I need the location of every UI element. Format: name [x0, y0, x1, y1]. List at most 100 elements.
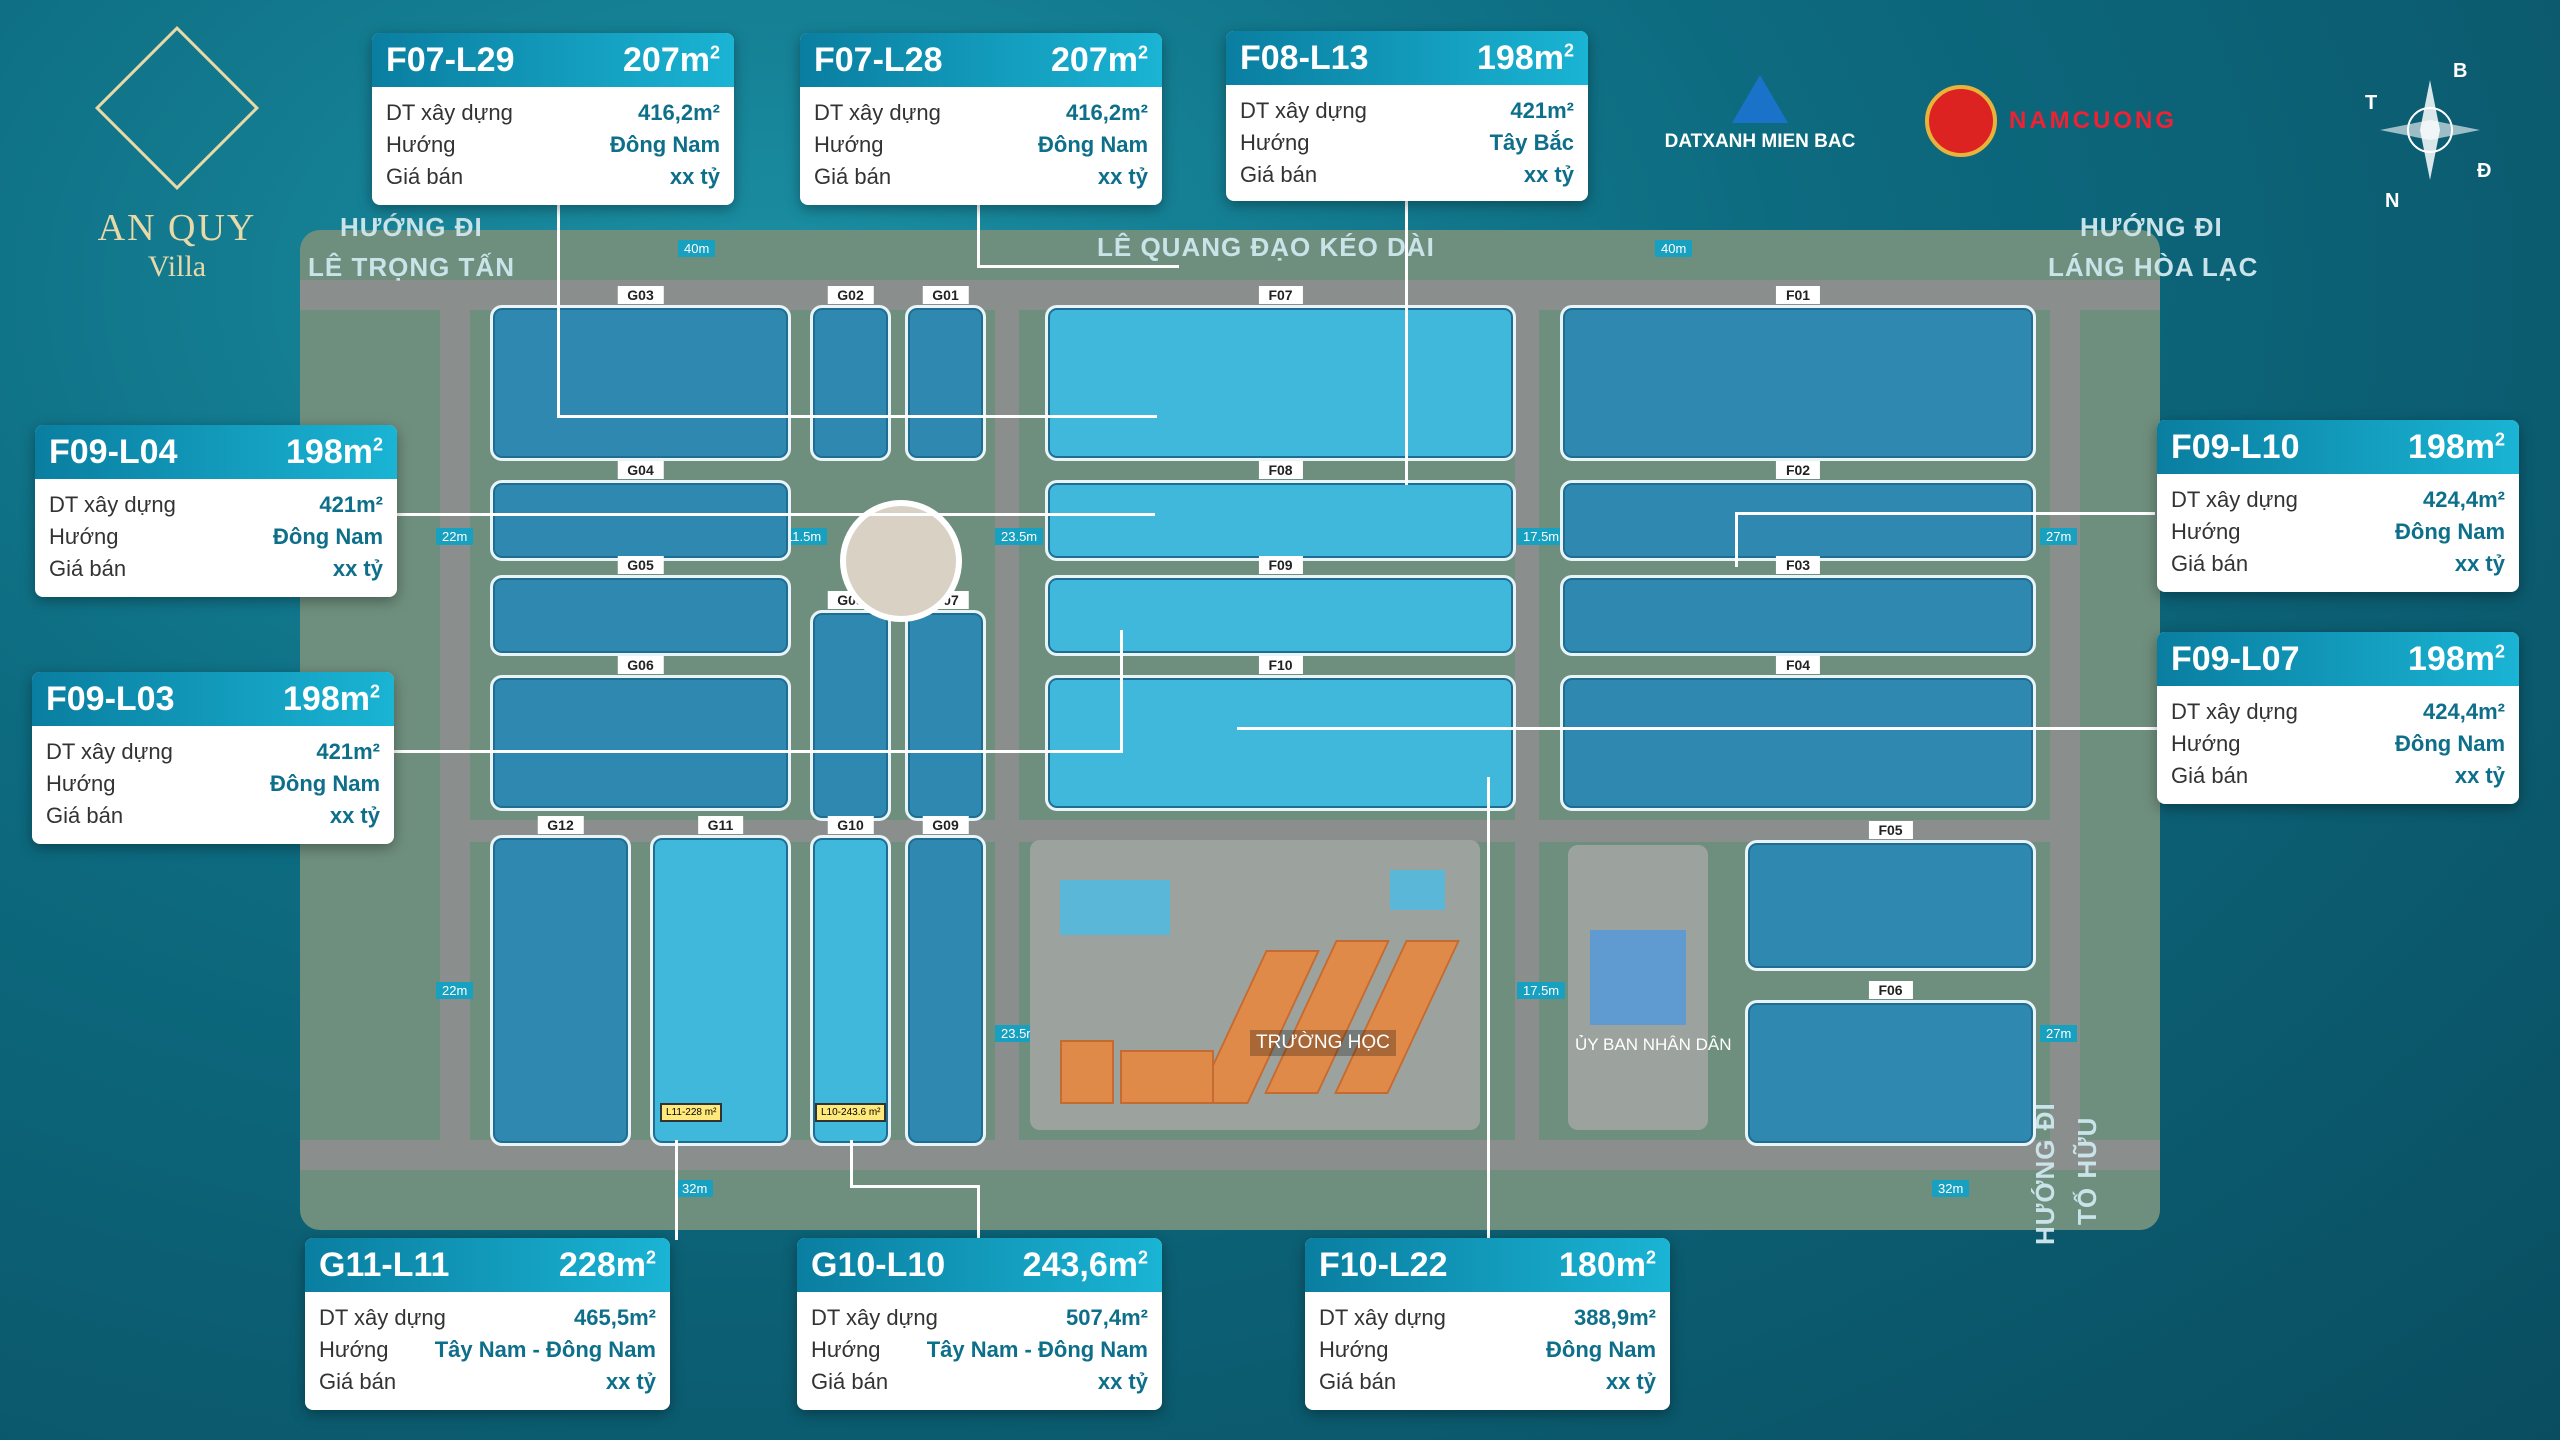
gia-value: xx tỷ [2454, 551, 2505, 576]
block-f07[interactable]: F07 [1045, 286, 1516, 461]
huong-value: Đông Nam [1038, 132, 1148, 157]
row-label: Giá bán [49, 556, 127, 581]
school-label: TRƯỜNG HỌC [1250, 1030, 1396, 1056]
block-label: F08 [1258, 461, 1303, 479]
block-g04[interactable]: G04 [490, 461, 791, 561]
row-label: Giá bán [2171, 551, 2249, 576]
block-f04[interactable]: F04 [1560, 656, 2036, 811]
gia-value: xx tỷ [329, 803, 380, 828]
block-f03[interactable]: F03 [1560, 556, 2036, 656]
row-label: Hướng [1319, 1337, 1389, 1362]
block-g05[interactable]: G05 [490, 556, 791, 656]
block-g02[interactable]: G02 [810, 286, 891, 461]
compass-b: B [2453, 60, 2468, 82]
school-area [1030, 840, 1480, 1130]
block-label: G10 [827, 816, 874, 834]
brand-name: AN QUY [97, 207, 257, 249]
width-22m-bottom: 22m [436, 982, 474, 999]
lot-code: F09-L03 [46, 679, 175, 718]
row-label: Hướng [2171, 519, 2241, 544]
dt-value: 424,4m² [2423, 699, 2505, 724]
block-label: F10 [1258, 656, 1303, 674]
street-ne-2: LÁNG HÒA LẠC [2048, 252, 2259, 282]
partner-datxanh: DATXANH MIEN BAC [1660, 75, 1860, 153]
dt-value: 388,9m² [1574, 1305, 1656, 1330]
block-f08[interactable]: F08 [1045, 461, 1516, 561]
block-g09[interactable]: G09 [905, 816, 986, 1146]
block-g10[interactable]: G10 [810, 816, 891, 1146]
block-f05[interactable]: F05 [1745, 821, 2036, 971]
row-label: Giá bán [319, 1369, 397, 1394]
row-label: Giá bán [1319, 1369, 1397, 1394]
brand-logo: AN QUY Villa [62, 25, 292, 283]
block-label: G06 [617, 656, 664, 674]
width-32m-right: 32m [1932, 1180, 1970, 1197]
row-label: DT xây dựng [46, 739, 173, 764]
row-label: DT xây dựng [386, 100, 513, 125]
gia-value: xx tỷ [1523, 162, 1574, 187]
row-label: DT xây dựng [1240, 98, 1367, 123]
width-27m-top: 27m [2040, 528, 2078, 545]
row-label: Hướng [46, 771, 116, 796]
compass-d: Đ [2477, 160, 2492, 182]
huong-value: Tây Nam - Đông Nam [434, 1337, 656, 1362]
datxanh-logo-icon [1732, 75, 1788, 123]
block-f02[interactable]: F02 [1560, 461, 2036, 561]
compass: B T Đ N [2365, 60, 2495, 212]
width-175m-top: 17.5m [1517, 528, 1566, 545]
lot-code: F07-L28 [814, 40, 943, 79]
row-label: Hướng [2171, 731, 2241, 756]
namcuong-logo-icon [1925, 85, 1997, 157]
row-label: Hướng [319, 1337, 389, 1362]
lot-code: F07-L29 [386, 40, 515, 79]
road-center [995, 290, 1019, 1150]
width-40m-left: 40m [678, 240, 716, 257]
block-f01[interactable]: F01 [1560, 286, 2036, 461]
plot-tag-g10[interactable]: L10-243.6 m² [815, 1103, 887, 1122]
block-g11[interactable]: G11 [650, 816, 791, 1146]
lot-area: 228m2 [559, 1245, 656, 1284]
block-g07[interactable]: G07 [905, 591, 986, 821]
dt-value: 421m² [316, 739, 380, 764]
partner-namcuong: NAMCUONG [1925, 85, 2177, 157]
row-label: Giá bán [46, 803, 124, 828]
connector-line [850, 1140, 853, 1185]
block-f10[interactable]: F10 [1045, 656, 1516, 811]
block-g12[interactable]: G12 [490, 816, 631, 1146]
block-f09[interactable]: F09 [1045, 556, 1516, 656]
block-g03[interactable]: G03 [490, 286, 791, 461]
lot-code: G10-L10 [811, 1245, 946, 1284]
gia-value: xx tỷ [1605, 1369, 1656, 1394]
connector-line [850, 1185, 980, 1188]
lot-area: 180m2 [1559, 1245, 1656, 1284]
width-27m-bottom: 27m [2040, 1025, 2078, 1042]
connector-line [395, 513, 1155, 516]
lot-code: F09-L07 [2171, 639, 2300, 678]
width-32m-left: 32m [676, 1180, 714, 1197]
block-label: G12 [537, 816, 584, 834]
block-f06[interactable]: F06 [1745, 981, 2036, 1146]
lot-code: F09-L10 [2171, 427, 2300, 466]
road-east [1515, 290, 1539, 1150]
block-g08[interactable]: G08 [810, 591, 891, 821]
row-label: Hướng [814, 132, 884, 157]
street-se-2: TỐ HỮU [2072, 1116, 2102, 1225]
dt-value: 416,2m² [1066, 100, 1148, 125]
width-40m-right: 40m [1655, 240, 1693, 257]
plot-tag-g11[interactable]: L11-228 m² [660, 1103, 723, 1122]
block-g01[interactable]: G01 [905, 286, 986, 461]
compass-n: N [2385, 190, 2400, 212]
connector-line [557, 205, 560, 415]
dt-value: 424,4m² [2423, 487, 2505, 512]
block-g06[interactable]: G06 [490, 656, 791, 811]
